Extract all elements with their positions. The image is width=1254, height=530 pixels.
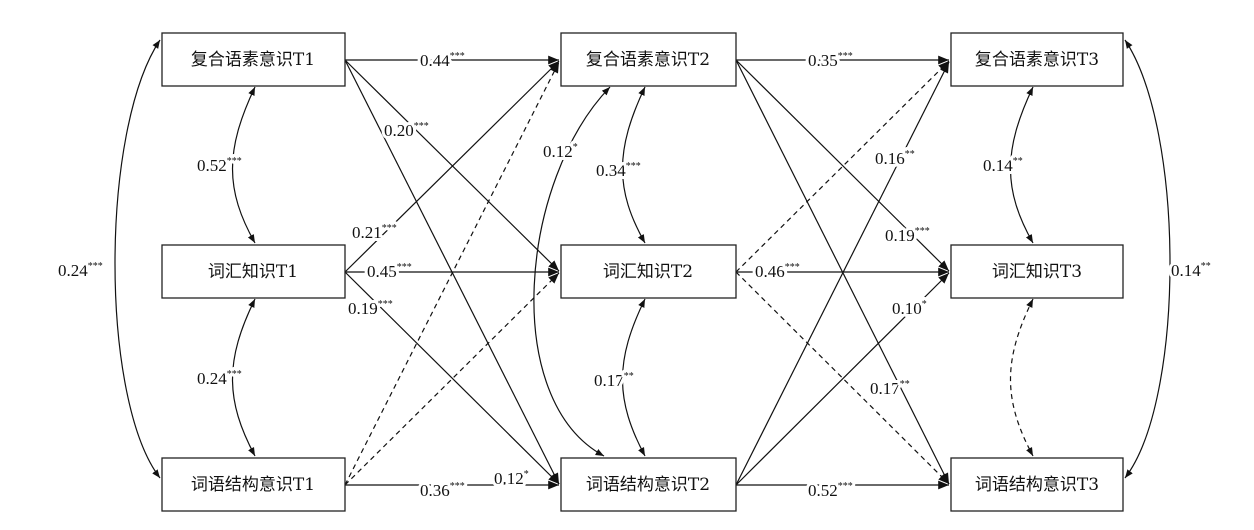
node-label: 词汇知识T2 [603, 262, 693, 282]
corr-c3-v3 [1009, 86, 1034, 244]
coef-w2-c3: 0.16** [875, 149, 915, 168]
corr-label-c2-v2: 0.34*** [596, 161, 641, 180]
corr-label-c3-v3: 0.14** [983, 156, 1023, 175]
nodes: 复合语素意识T1 词汇知识T1 词语结构意识T1 复合语素意识T2 词汇知识T2… [161, 32, 1124, 512]
corr-label-c1-w1: 0.24*** [58, 261, 103, 280]
node-compound-morpheme-t1: 复合语素意识T1 [161, 32, 346, 87]
corr-v3-w3-ns [1009, 298, 1034, 457]
coef-c1-v2: 0.20*** [384, 121, 429, 140]
node-label: 复合语素意识T1 [191, 50, 315, 70]
coef-c2-w3: 0.17** [870, 379, 910, 398]
node-label: 复合语素意识T3 [975, 50, 1099, 70]
corr-c2-w2 [533, 86, 611, 457]
corr-label-c3-w3: 0.14** [1171, 261, 1211, 280]
node-label: 词语结构意识T3 [975, 475, 1099, 495]
node-label: 复合语素意识T2 [586, 50, 710, 70]
node-compound-morpheme-t2: 复合语素意识T2 [560, 32, 737, 87]
coef-c1-w2: 0.12* [494, 469, 529, 488]
coef-v1-w2: 0.19*** [348, 299, 393, 318]
path-w2-v3 [735, 272, 950, 486]
corr-label-c2-w2: 0.12* [543, 142, 578, 161]
coef-w2-v3: 0.10* [892, 299, 927, 318]
node-label: 词语结构意识T1 [191, 475, 315, 495]
coefficient-labels: 0.44*** 0.20*** 0.12* 0.21*** 0.45*** 0.… [55, 48, 1214, 503]
node-vocabulary-t2: 词汇知识T2 [560, 244, 737, 299]
node-label: 词语结构意识T2 [586, 475, 710, 495]
node-label: 词汇知识T3 [992, 262, 1082, 282]
corr-v2-w2 [621, 298, 646, 457]
node-word-structure-t2: 词语结构意识T2 [560, 457, 737, 512]
corr-v1-w1 [231, 298, 256, 457]
path-v1-w2 [344, 271, 560, 485]
path-w1-c2-ns [344, 61, 560, 486]
path-v1-c2 [344, 60, 560, 273]
corr-c2-v2 [621, 86, 646, 244]
corr-c1-w1 [114, 39, 161, 479]
node-label: 词汇知识T1 [208, 262, 298, 282]
node-vocabulary-t3: 词汇知识T3 [950, 244, 1124, 299]
coef-c2-c3: 0.35*** [808, 51, 853, 70]
corr-c3-w3 [1124, 39, 1171, 479]
node-vocabulary-t1: 词汇知识T1 [161, 244, 346, 299]
node-compound-morpheme-t3: 复合语素意识T3 [950, 32, 1124, 87]
coef-w1-w2: 0.36*** [420, 481, 465, 500]
correlation-arcs [114, 39, 1171, 479]
corr-c1-v1 [231, 86, 256, 244]
corr-label-v2-w2: 0.17** [594, 371, 634, 390]
coef-v2-v3: 0.46*** [755, 262, 800, 281]
coef-c1-c2: 0.44*** [420, 51, 465, 70]
node-word-structure-t3: 词语结构意识T3 [950, 457, 1124, 512]
node-word-structure-t1: 词语结构意识T1 [161, 457, 346, 512]
path-c2-v3 [735, 59, 950, 272]
corr-label-c1-v1: 0.52*** [197, 156, 242, 175]
path-v2-c3-ns [735, 60, 950, 273]
coef-v1-v2: 0.45*** [367, 262, 412, 281]
coef-w2-w3: 0.52*** [808, 481, 853, 500]
path-w2-c3 [735, 61, 950, 486]
regression-paths [344, 55, 950, 490]
path-c1-v2 [344, 59, 560, 272]
coef-c2-v3: 0.19*** [885, 226, 930, 245]
coef-v1-c2: 0.21*** [352, 223, 397, 242]
corr-label-v1-w1: 0.24*** [197, 369, 242, 388]
